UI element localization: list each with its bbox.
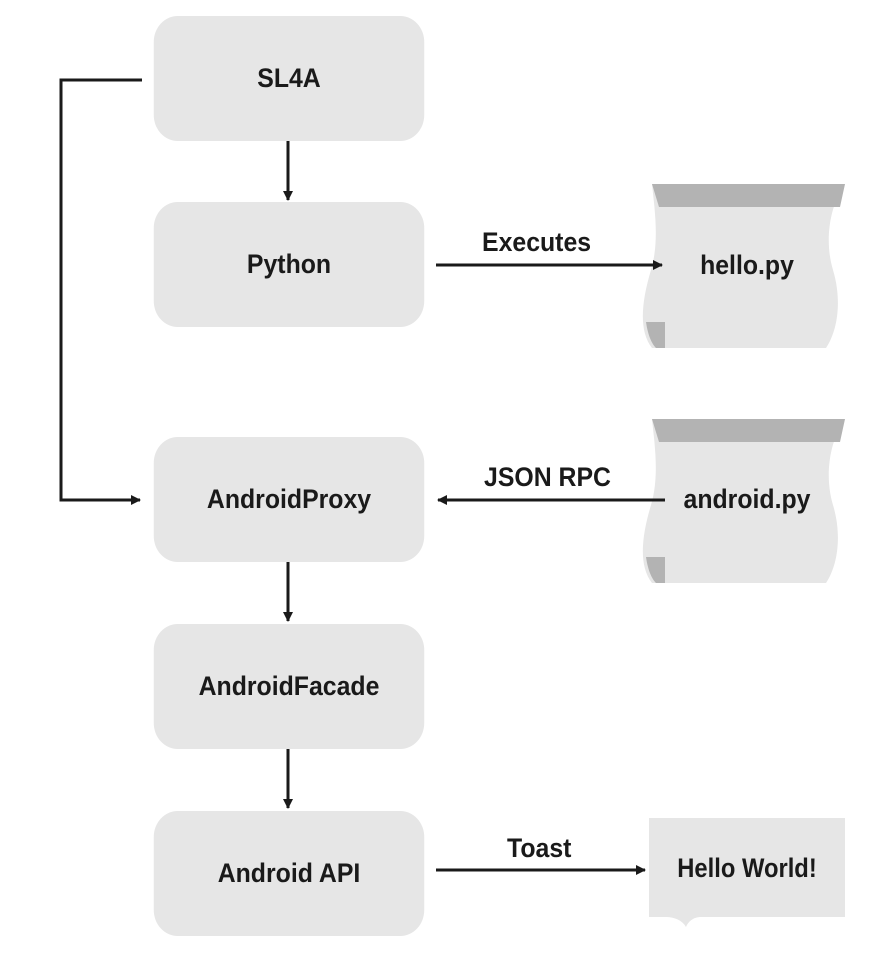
node-sl4a: SL4A [153,16,425,141]
edge-label-json-rpc: JSON RPC [484,462,612,492]
hello-py-label: hello.py [700,250,794,280]
hello-world-label: Hello World! [677,853,817,883]
node-androidproxy: AndroidProxy [153,437,425,562]
hello-world-document-shape [649,818,845,927]
hello-py-document-shape [642,184,845,348]
android-py-document-shape [642,419,845,583]
edge-label-executes: Executes [482,227,592,257]
node-androidfacade: AndroidFacade [153,624,425,749]
node-androidfacade-label: AndroidFacade [198,671,380,701]
android-py-label: android.py [683,484,811,514]
node-python-label: Python [246,249,332,279]
arrow-sl4a-to-androidproxy [59,78,142,505]
node-sl4a-label: SL4A [257,63,321,93]
edge-label-toast: Toast [507,833,572,863]
node-python: Python [153,202,425,327]
node-android-api: Android API [153,811,425,936]
node-android-api-label: Android API [217,858,361,888]
node-androidproxy-label: AndroidProxy [206,484,372,514]
